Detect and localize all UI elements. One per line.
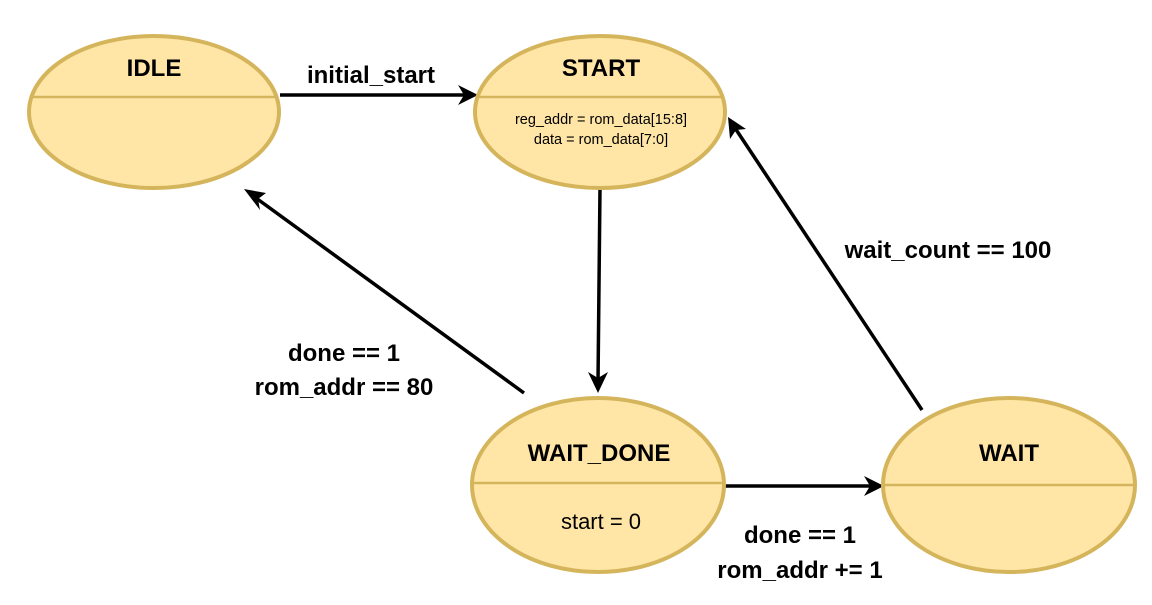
arrowhead-wait-to-start [728, 117, 746, 139]
label-rom-addr-increment: rom_addr += 1 [717, 557, 882, 584]
edge-start-to-wait-done [596, 187, 602, 383]
transition-wait-done-to-wait: done == 1 rom_addr += 1 [717, 476, 884, 584]
arrowhead-idle-to-start [458, 85, 478, 105]
transition-idle-to-start: initial_start [280, 62, 478, 105]
transition-wait-to-start: wait_count == 100 [728, 117, 1052, 411]
state-start-action-data: data = rom_data[7:0] [534, 132, 668, 148]
state-start-action-reg-addr: reg_addr = rom_data[15:8] [515, 112, 687, 128]
transition-start-to-wait-done [588, 187, 608, 393]
state-wait-name: WAIT [979, 440, 1039, 467]
arrowhead-wait-done-to-idle [244, 189, 266, 210]
state-idle-shape [27, 34, 281, 190]
state-wait: WAIT [881, 396, 1137, 574]
state-start-name: START [562, 55, 641, 82]
state-idle: IDLE [27, 34, 281, 190]
arrowhead-wait-done-to-wait [864, 476, 884, 496]
state-start: START reg_addr = rom_data[15:8] data = r… [473, 34, 727, 190]
arrowhead-start-to-wait-done [588, 372, 608, 393]
state-wait-done-shape [470, 396, 726, 574]
state-start-shape [473, 34, 727, 190]
state-idle-name: IDLE [127, 55, 182, 82]
transition-wait-done-to-idle: done == 1 rom_addr == 80 [244, 189, 526, 401]
edge-wait-done-to-idle [254, 196, 526, 395]
state-wait-done-name: WAIT_DONE [528, 440, 671, 467]
label-done-eq-1-wait: done == 1 [744, 522, 856, 549]
label-wait-count-eq-100: wait_count == 100 [844, 237, 1052, 264]
label-done-eq-1-idle: done == 1 [288, 340, 400, 367]
label-initial-start: initial_start [307, 62, 435, 89]
state-wait-done: WAIT_DONE start = 0 [470, 396, 726, 574]
edge-wait-to-start [733, 127, 924, 411]
state-wait-done-action-start: start = 0 [561, 509, 641, 534]
label-rom-addr-eq-80: rom_addr == 80 [255, 374, 434, 401]
